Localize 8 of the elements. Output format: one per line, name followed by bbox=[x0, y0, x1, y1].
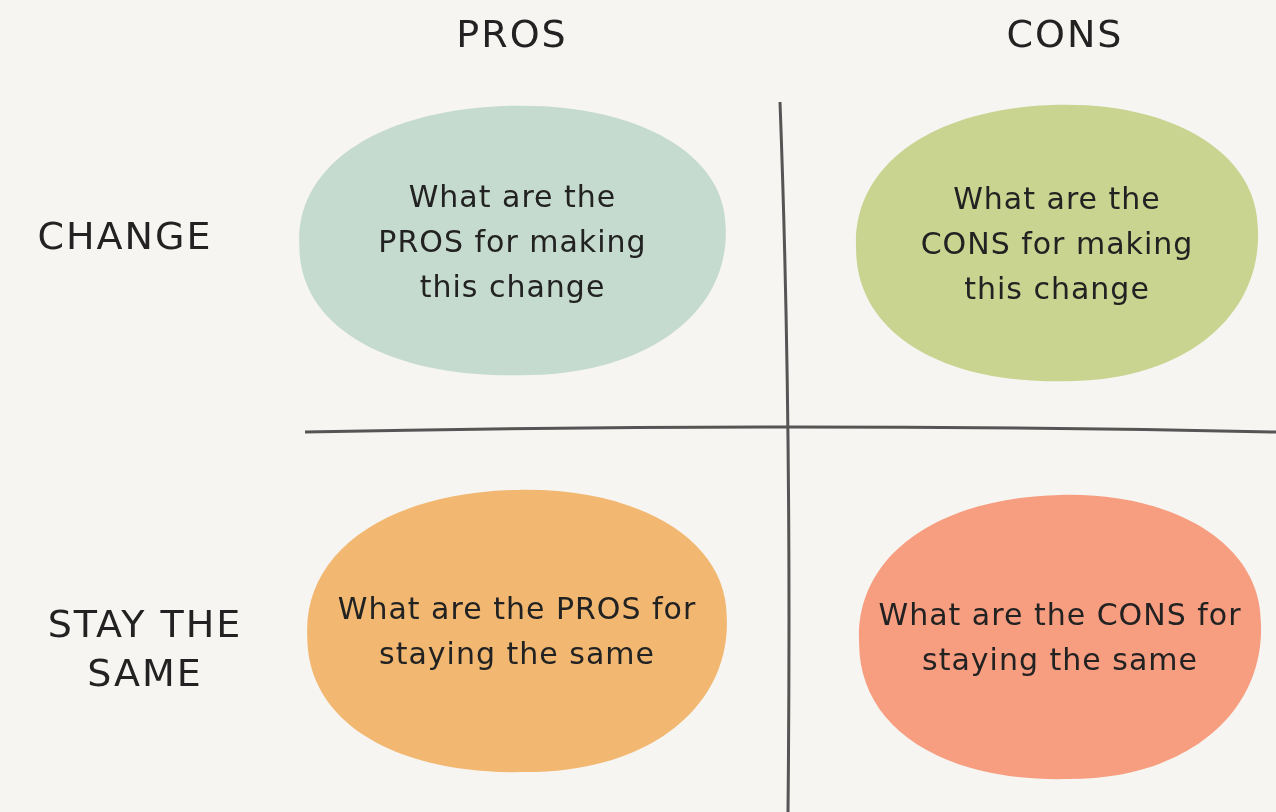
row-header: CHANGE bbox=[36, 213, 214, 260]
question-text: What are the PROS for staying the same bbox=[336, 590, 698, 673]
row-header: STAY THE SAME bbox=[46, 601, 244, 698]
column-header: CONS bbox=[1005, 11, 1125, 58]
question-text: What are the PROS for making this change bbox=[377, 177, 648, 305]
question-text: What are the CONS for making this change bbox=[919, 179, 1195, 308]
column-header: PROS bbox=[455, 11, 569, 58]
question-text: What are the CONS for staying the same bbox=[877, 596, 1243, 679]
